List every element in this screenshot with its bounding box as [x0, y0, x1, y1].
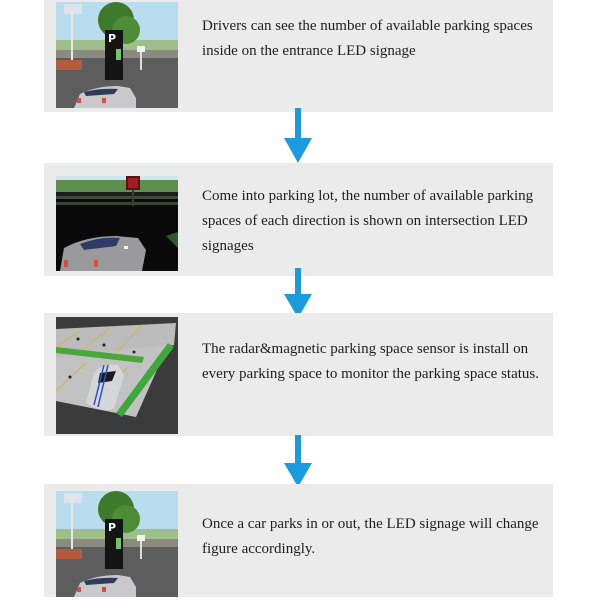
step-panel-4: P Once a car parks in or out, the LED si… — [44, 484, 553, 597]
step-panel-3: The radar&magnetic parking space sensor … — [44, 313, 553, 436]
svg-text:P: P — [108, 521, 116, 534]
down-arrow-icon — [284, 108, 312, 163]
step-description: Come into parking lot, the number of ava… — [202, 188, 534, 254]
entrance-led-sign-image: P — [56, 2, 178, 108]
parking-space-sensor-image — [56, 317, 178, 434]
intersection-led-sign-image — [56, 176, 178, 271]
step-panel-2: Come into parking lot, the number of ava… — [44, 163, 553, 276]
down-arrow-icon — [284, 268, 312, 318]
step-panel-1: P Drivers can see the number of availabl… — [44, 0, 553, 112]
entrance-led-sign-image: P — [56, 491, 178, 597]
step-description: The radar&magnetic parking space sensor … — [202, 341, 539, 382]
step-description: Once a car parks in or out, the LED sign… — [202, 516, 539, 557]
step-description: Drivers can see the number of available … — [202, 18, 533, 59]
svg-text:P: P — [108, 32, 116, 45]
down-arrow-icon — [284, 435, 312, 487]
